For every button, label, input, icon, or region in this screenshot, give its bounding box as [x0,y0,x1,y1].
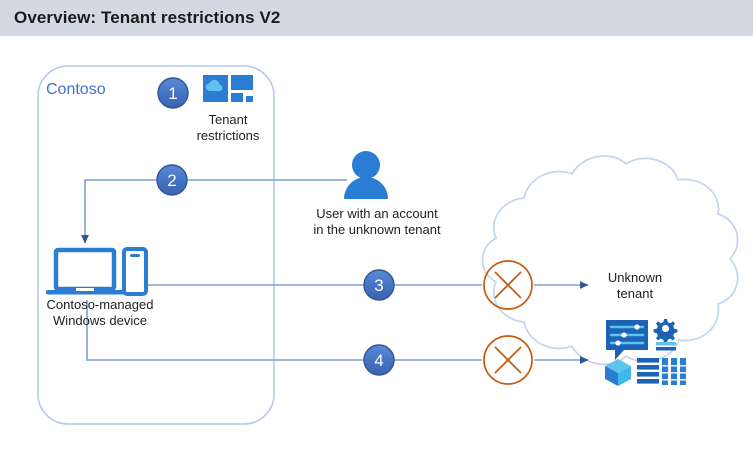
title-bar: Overview: Tenant restrictions V2 [0,0,753,36]
contoso-boundary-label: Contoso [46,81,106,98]
device-label: Contoso-managed Windows device [46,297,154,328]
blocked-x-icon-top [483,260,533,310]
connector-step-2 [81,179,347,244]
user-person-icon [344,151,388,199]
data-grid-icon [637,358,659,384]
tenant-restrictions-icon [203,75,253,102]
page-title: Overview: Tenant restrictions V2 [14,8,281,27]
unknown-tenant-cloud [481,155,739,366]
connector-step-4 [86,300,482,361]
step-3-marker[interactable] [363,269,395,301]
cloud-services-icon [605,319,686,386]
step-2-marker[interactable] [156,164,188,196]
contoso-boundary [37,65,275,425]
step-1-marker[interactable] [157,77,189,109]
user-label: User with an account in the unknown tena… [313,206,441,237]
laptop-and-phone-icon [46,247,148,296]
cube-icon [605,359,631,386]
step-4-marker[interactable] [363,344,395,376]
blocked-x-icon-bottom [483,335,533,385]
tenant-restrictions-label: Tenant restrictions [196,112,260,143]
chat-bubble-settings-icon [606,320,648,360]
unknown-tenant-label: Unknown tenant [607,270,663,301]
